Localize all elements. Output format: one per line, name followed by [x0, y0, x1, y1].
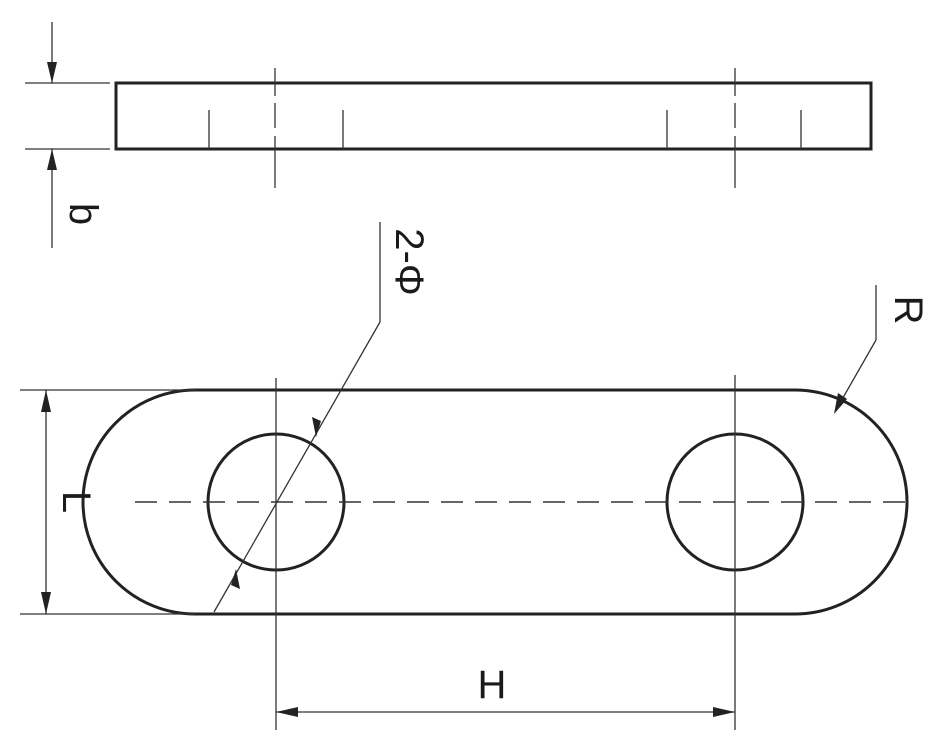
- radius-label: R: [886, 296, 930, 325]
- spacing-label: H: [478, 663, 507, 707]
- thickness-arrow-bottom: [47, 149, 57, 170]
- thickness-label: b: [61, 203, 105, 225]
- front-view: [81, 375, 909, 730]
- plate-outline: [81, 388, 909, 616]
- hole-callout-label: 2-Φ: [387, 228, 431, 295]
- width-dimension: L: [20, 389, 195, 615]
- thickness-arrow-top: [47, 62, 57, 83]
- hole-callout: 2-Φ: [213, 222, 431, 613]
- radius-arrow: [834, 393, 847, 414]
- hole-callout-leader-diagonal: [213, 321, 381, 613]
- hole-callout-arrow-bottom: [231, 569, 240, 589]
- side-view-outline: [114, 81, 873, 151]
- hole-spacing-dimension: H: [276, 663, 735, 717]
- spacing-arrow-right: [713, 707, 735, 717]
- width-label: L: [54, 491, 98, 513]
- spacing-arrow-left: [276, 707, 298, 717]
- side-view: [114, 68, 873, 188]
- width-arrow-bottom: [41, 592, 51, 614]
- width-arrow-top: [41, 390, 51, 412]
- hole-callout-arrow-top: [312, 417, 321, 437]
- radius-callout: R: [834, 285, 930, 414]
- thickness-dimension: b: [25, 22, 110, 248]
